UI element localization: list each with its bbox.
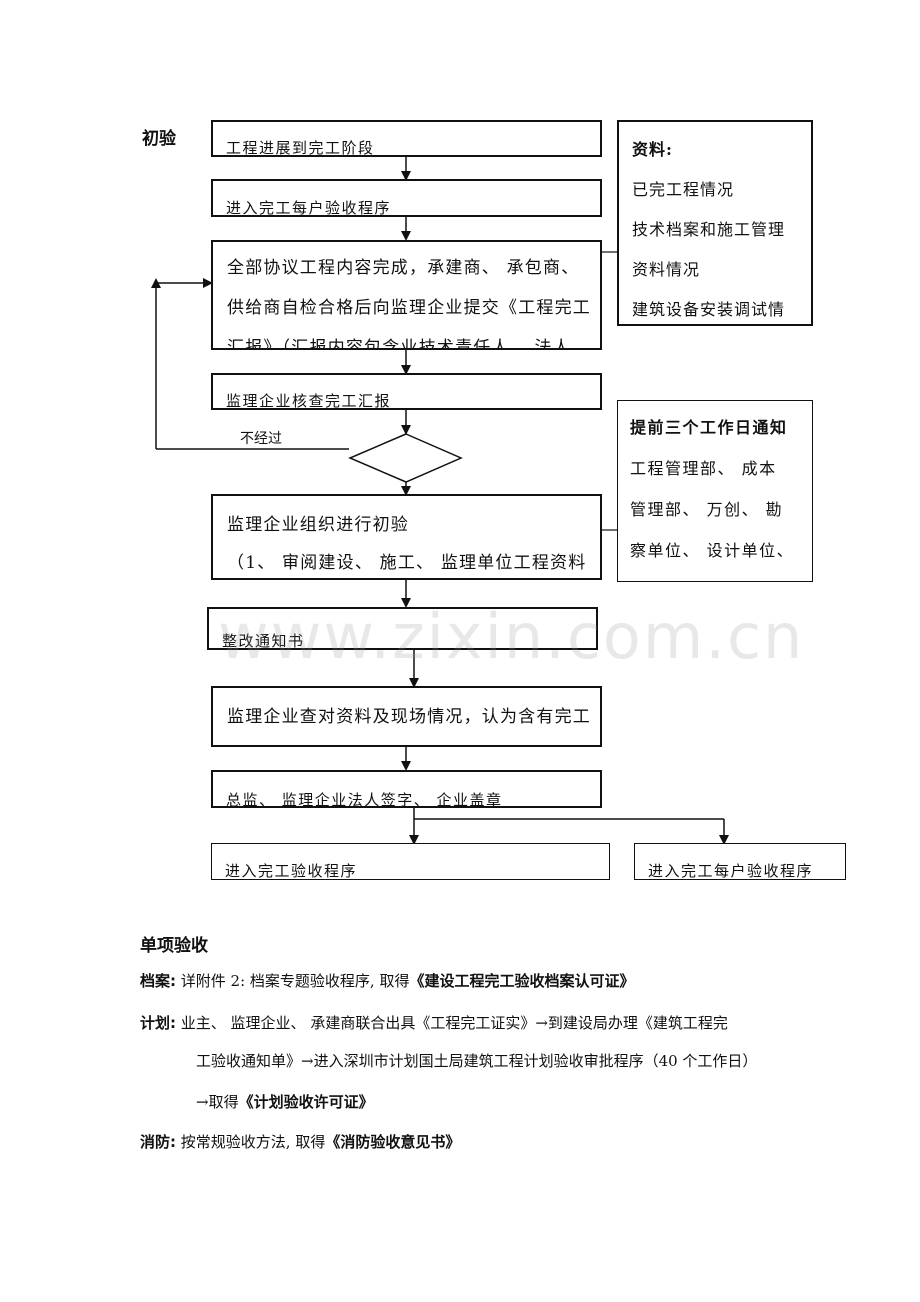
side-note-notify-line: 察单位、 设计单位、 <box>630 541 795 560</box>
step-verify-box: 监理企业查对资料及现场情况，认为含有完工 <box>211 686 602 747</box>
side-note-notify-line: 工程管理部、 成本 <box>630 459 777 478</box>
step-rectification-box: 整改通知书 <box>207 607 598 650</box>
decision-diamond <box>348 433 463 483</box>
fire-label: 消防: <box>140 1133 176 1151</box>
step-review-report-box: 监理企业核查完工汇报 <box>211 373 602 410</box>
step-unit-acceptance-box: 进入完工每户验收程序 <box>211 179 602 217</box>
plan-label: 计划: <box>140 1014 176 1032</box>
step-self-inspection-line-1: 全部协议工程内容完成，承建商、 承包商、 <box>227 258 580 278</box>
plan-text-1: 业主、 监理企业、 承建商联合出具《工程完工证实》→到建设局办理《建筑工程完 <box>180 1014 728 1032</box>
step-sign-text: 总监、 监理企业法人签字、 企业盖章 <box>226 791 503 808</box>
step-work-progress-text: 工程进展到完工阶段 <box>226 139 375 157</box>
archive-certificate: 《建设工程完工验收档案认可证》 <box>409 972 635 990</box>
step-initial-inspection-line-2: （1、 审阅建设、 施工、 监理单位工程资料 <box>227 553 587 573</box>
side-note-notify-line: 管理部、 万创、 勘 <box>630 500 784 519</box>
step-sign-box: 总监、 监理企业法人签字、 企业盖章 <box>211 770 602 808</box>
step-self-inspection-line-3: 汇报》（汇报内容包含业技术责任人、 法人 <box>227 338 571 350</box>
step-self-inspection-box: 全部协议工程内容完成，承建商、 承包商、 供给商自检合格后向监理企业提交《工程完… <box>211 240 602 350</box>
fire-paragraph: 消防: 按常规验收方法, 取得《消防验收意见书》 <box>140 1131 460 1153</box>
archive-label: 档案: <box>140 972 176 990</box>
flow-section-label: 初验 <box>142 129 176 149</box>
step-self-inspection-line-2: 供给商自检合格后向监理企业提交《工程完工 <box>227 298 591 318</box>
step-review-report-text: 监理企业核查完工汇报 <box>226 392 392 410</box>
side-note-notify-title: 提前三个工作日通知 <box>630 418 788 437</box>
fire-certificate: 《消防验收意见书》 <box>325 1133 461 1151</box>
step-unit-acceptance-text: 进入完工每户验收程序 <box>226 199 392 217</box>
end-completion-text: 进入完工验收程序 <box>225 862 358 880</box>
side-note-materials-line: 建筑设备安装调试情 <box>632 300 786 319</box>
end-unit-text: 进入完工每户验收程序 <box>648 862 814 880</box>
side-note-materials-title: 资料: <box>632 140 673 159</box>
single-acceptance-heading: 单项验收 <box>140 936 208 956</box>
side-note-materials-line: 已完工程情况 <box>632 180 735 199</box>
side-note-notify: 提前三个工作日通知 工程管理部、 成本 管理部、 万创、 勘 察单位、 设计单位… <box>617 400 813 582</box>
side-note-materials: 资料: 已完工程情况 技术档案和施工管理 资料情况 建筑设备安装调试情 <box>617 120 813 326</box>
plan-paragraph: 计划: 业主、 监理企业、 承建商联合出具《工程完工证实》→到建设局办理《建筑工… <box>140 1012 728 1034</box>
step-initial-inspection-line-1: 监理企业组织进行初验 <box>227 515 409 535</box>
plan-arrow: →取得 <box>196 1093 239 1111</box>
side-note-materials-line: 技术档案和施工管理 <box>632 220 786 239</box>
archive-text: 详附件 2: 档案专题验收程序, 取得 <box>180 972 410 990</box>
plan-text-2: 工验收通知单》→进入深圳市计划国土局建筑工程计划验收审批程序（40 个工作日） <box>196 1052 758 1070</box>
plan-certificate: 《计划验收许可证》 <box>238 1093 374 1111</box>
step-rectification-text: 整改通知书 <box>222 632 305 650</box>
reject-label: 不经过 <box>240 431 282 447</box>
step-work-progress-box: 工程进展到完工阶段 <box>211 120 602 157</box>
plan-paragraph-end: →取得《计划验收许可证》 <box>196 1091 374 1113</box>
fire-text: 按常规验收方法, 取得 <box>180 1133 326 1151</box>
end-completion-box: 进入完工验收程序 <box>211 843 610 880</box>
end-unit-box: 进入完工每户验收程序 <box>634 843 846 880</box>
step-verify-text: 监理企业查对资料及现场情况，认为含有完工 <box>227 707 591 727</box>
step-initial-inspection-box: 监理企业组织进行初验 （1、 审阅建设、 施工、 监理单位工程资料 <box>211 494 602 580</box>
side-note-materials-line: 资料情况 <box>632 260 701 279</box>
archive-paragraph: 档案: 详附件 2: 档案专题验收程序, 取得《建设工程完工验收档案认可证》 <box>140 970 634 992</box>
